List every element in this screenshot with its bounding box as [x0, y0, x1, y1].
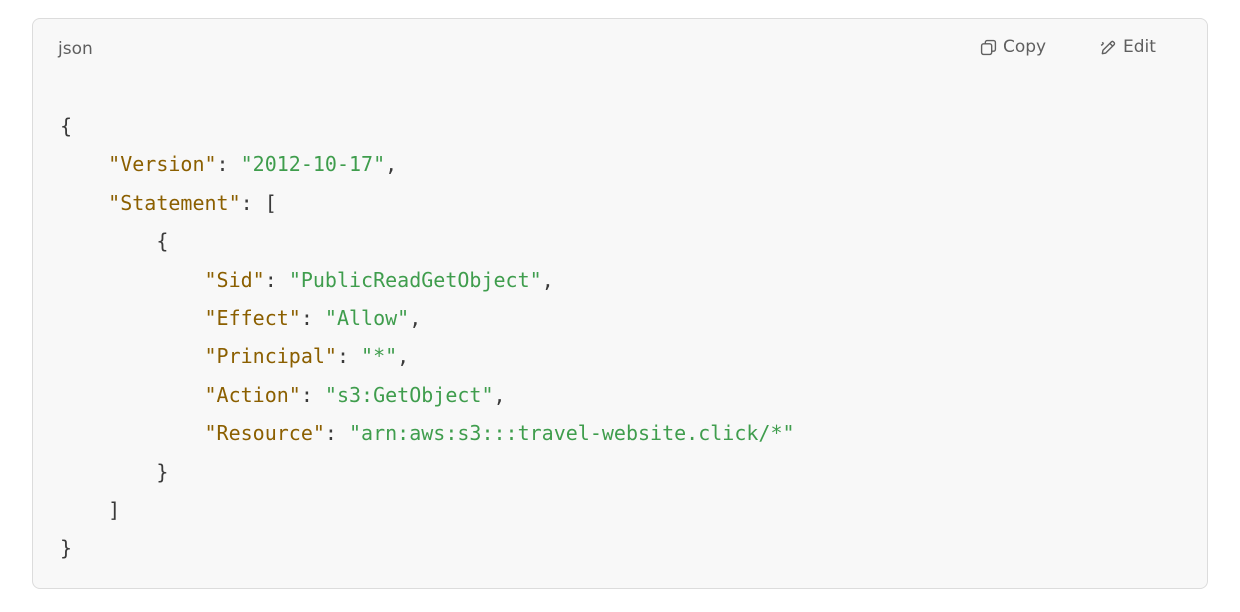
json-key: "Statement" — [108, 190, 241, 215]
json-key: "Action" — [204, 382, 301, 407]
copy-icon — [980, 39, 997, 56]
json-punctuation: , — [409, 306, 422, 331]
json-key: "Principal" — [204, 344, 337, 369]
edit-button-label: Edit — [1123, 37, 1156, 57]
json-punctuation: , — [493, 382, 506, 407]
json-string: "s3:GetObject" — [324, 382, 494, 407]
json-punctuation: , — [397, 344, 410, 369]
pencil-icon — [1100, 39, 1117, 56]
json-punctuation: { — [156, 229, 169, 254]
json-key: "Sid" — [204, 267, 265, 292]
code-line: "Sid": "PublicReadGetObject", — [60, 261, 795, 299]
code-line: ] — [60, 491, 795, 529]
code-line: } — [60, 529, 795, 567]
copy-button-label: Copy — [1003, 37, 1047, 57]
code-line: "Action": "s3:GetObject", — [60, 376, 795, 414]
code-block-header: json Copy Edit — [33, 19, 1207, 81]
language-label: json — [58, 39, 93, 59]
json-string: "PublicReadGetObject" — [288, 267, 542, 292]
json-key: "Resource" — [204, 421, 325, 446]
json-key: "Version" — [108, 152, 217, 177]
code-block: json Copy Edit { "Version": "2012-10-1 — [32, 18, 1208, 589]
json-key: "Effect" — [204, 306, 301, 331]
json-string: "2012-10-17" — [240, 152, 386, 177]
code-line: "Version": "2012-10-17", — [60, 145, 795, 183]
json-punctuation: } — [156, 459, 169, 484]
json-punctuation: } — [60, 536, 73, 561]
json-punctuation: : — [216, 152, 241, 177]
code-line: "Effect": "Allow", — [60, 299, 795, 337]
edit-button[interactable]: Edit — [1100, 37, 1156, 57]
json-punctuation: : — [336, 344, 362, 369]
json-string: "Allow" — [324, 306, 410, 331]
json-punctuation: : — [300, 306, 325, 331]
json-punctuation: , — [541, 267, 554, 292]
copy-button[interactable]: Copy — [980, 37, 1046, 57]
json-punctuation: : [ — [240, 190, 277, 215]
code-line: "Statement": [ — [60, 184, 795, 222]
code-line: } — [60, 453, 795, 491]
json-punctuation: : — [264, 267, 289, 292]
code-line: { — [60, 107, 795, 145]
code-line: { — [60, 222, 795, 260]
json-punctuation: : — [300, 382, 325, 407]
json-punctuation: , — [385, 152, 398, 177]
code-line: "Resource": "arn:aws:s3:::travel-website… — [60, 414, 795, 452]
json-string: "*" — [361, 344, 398, 369]
json-punctuation: ] — [108, 498, 121, 523]
code-content: { "Version": "2012-10-17", "Statement": … — [60, 107, 795, 568]
code-line: "Principal": "*", — [60, 337, 795, 375]
json-punctuation: { — [60, 114, 73, 138]
json-string: "arn:aws:s3:::travel-website.click/*" — [349, 421, 795, 446]
json-punctuation: : — [324, 421, 350, 446]
